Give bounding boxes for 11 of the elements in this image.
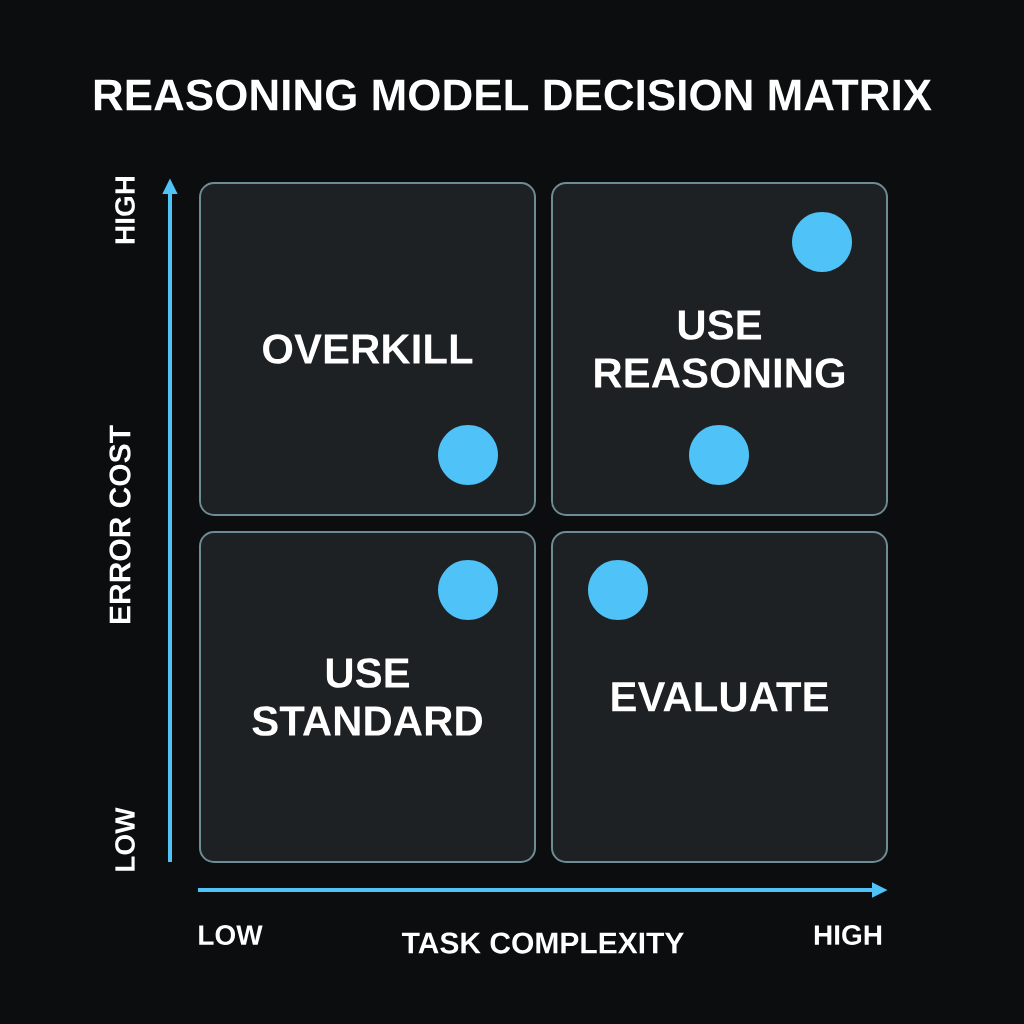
title: REASONING MODEL DECISION MATRIX xyxy=(94,79,932,111)
quadrant-box: OVERKILL xyxy=(199,182,536,516)
quadrant-box: USE REASONING xyxy=(551,182,888,516)
axis-label: HIGH xyxy=(115,176,135,244)
quadrant-box: EVALUATE xyxy=(551,531,888,863)
axis-label: LOW xyxy=(115,807,135,871)
axis-label: ERROR COST xyxy=(109,425,131,623)
quadrant-box: USE STANDARD xyxy=(199,531,536,863)
axis-label: HIGH xyxy=(814,925,882,945)
axis-label: TASK COMPLEXITY xyxy=(401,932,684,954)
axis-label: LOW xyxy=(199,925,263,945)
